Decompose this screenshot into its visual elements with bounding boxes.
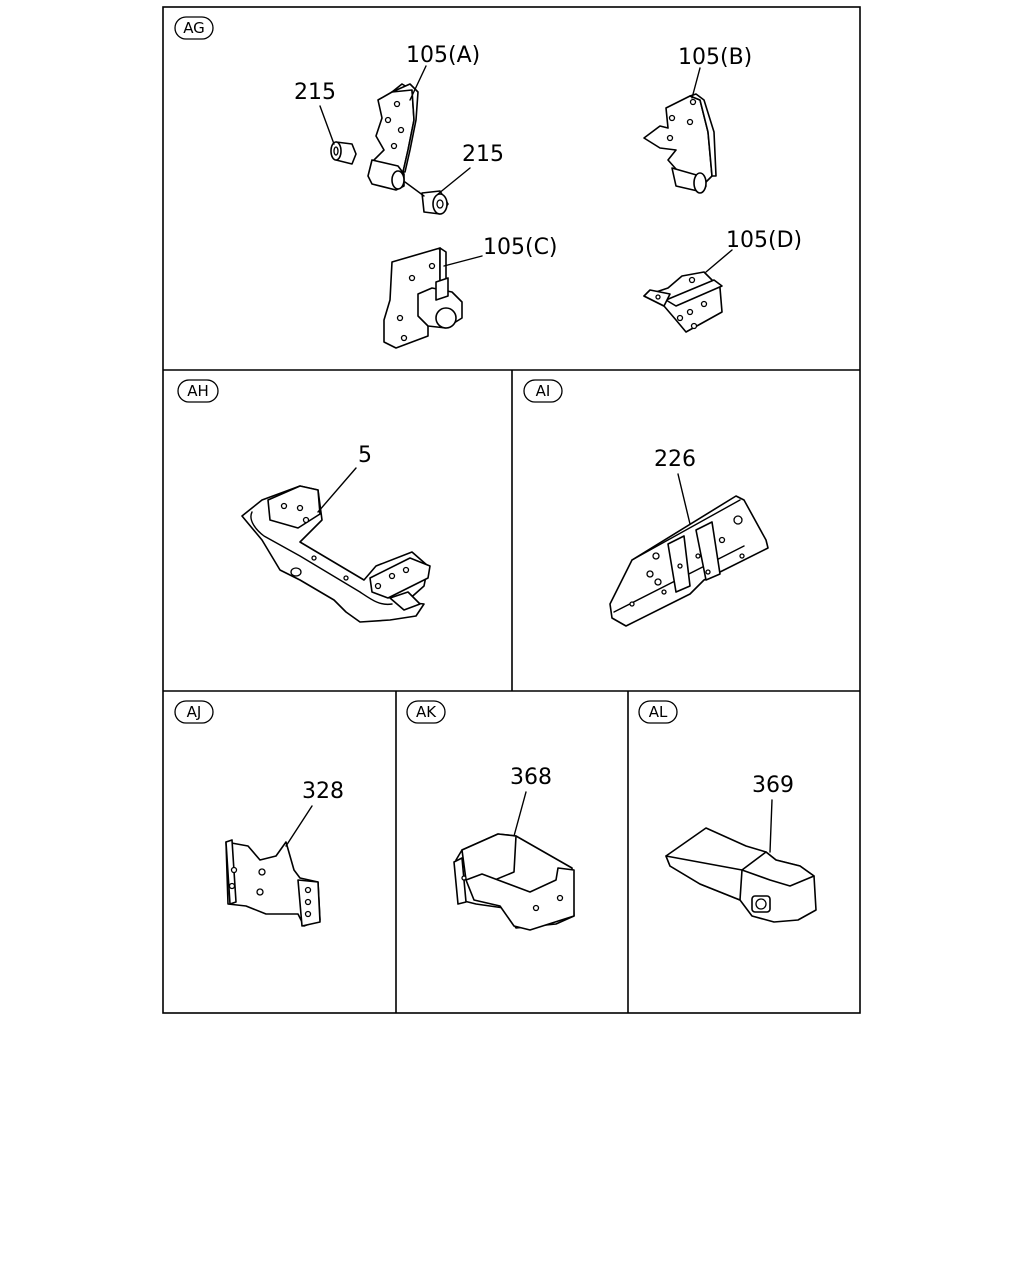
callout-215-right: 215 bbox=[462, 142, 504, 167]
part-5-crossmember-illustration bbox=[241, 485, 431, 623]
callout-368: 368 bbox=[510, 765, 552, 790]
part-368-bracket-illustration bbox=[453, 833, 575, 931]
part-328-bracket-illustration bbox=[225, 839, 321, 927]
section-tag-aj: AJ bbox=[174, 700, 214, 724]
aj-leader-line bbox=[285, 805, 313, 847]
callout-105c: 105(C) bbox=[483, 235, 558, 260]
part-105a-illustration bbox=[367, 83, 419, 191]
part-215-bushing-left bbox=[330, 141, 357, 165]
section-tag-ah-label: AH bbox=[187, 382, 209, 400]
ak-leader-line bbox=[513, 791, 527, 837]
part-105d-illustration bbox=[643, 271, 723, 333]
ai-leader-line bbox=[677, 473, 691, 525]
callout-215-left: 215 bbox=[294, 80, 336, 105]
callout-5: 5 bbox=[358, 443, 372, 468]
callout-226: 226 bbox=[654, 447, 696, 472]
section-tag-ah: AH bbox=[177, 379, 219, 403]
section-tag-al: AL bbox=[638, 700, 678, 724]
section-tag-ak-label: AK bbox=[416, 703, 437, 721]
part-105b-illustration bbox=[643, 93, 717, 194]
section-tag-aj-label: AJ bbox=[187, 703, 202, 721]
part-369-mount-illustration bbox=[665, 827, 817, 923]
callout-105a: 105(A) bbox=[406, 43, 480, 68]
section-tag-ag: AG bbox=[174, 16, 214, 40]
ah-leader-line bbox=[317, 467, 357, 513]
section-tag-al-label: AL bbox=[649, 703, 668, 721]
ag-leader-lines bbox=[319, 65, 733, 273]
callout-105b: 105(B) bbox=[678, 45, 752, 70]
part-226-bracket-illustration bbox=[609, 495, 769, 627]
callout-328: 328 bbox=[302, 779, 344, 804]
section-tag-ag-label: AG bbox=[183, 19, 205, 37]
section-tag-ai-label: AI bbox=[536, 382, 551, 400]
callout-369: 369 bbox=[752, 773, 794, 798]
section-tag-ai: AI bbox=[523, 379, 563, 403]
al-leader-line bbox=[769, 799, 773, 853]
section-tag-ak: AK bbox=[406, 700, 446, 724]
part-105c-illustration bbox=[383, 247, 463, 349]
part-215-bushing-right bbox=[421, 190, 449, 215]
callout-105d: 105(D) bbox=[726, 228, 802, 253]
panel-grid bbox=[162, 6, 861, 1014]
